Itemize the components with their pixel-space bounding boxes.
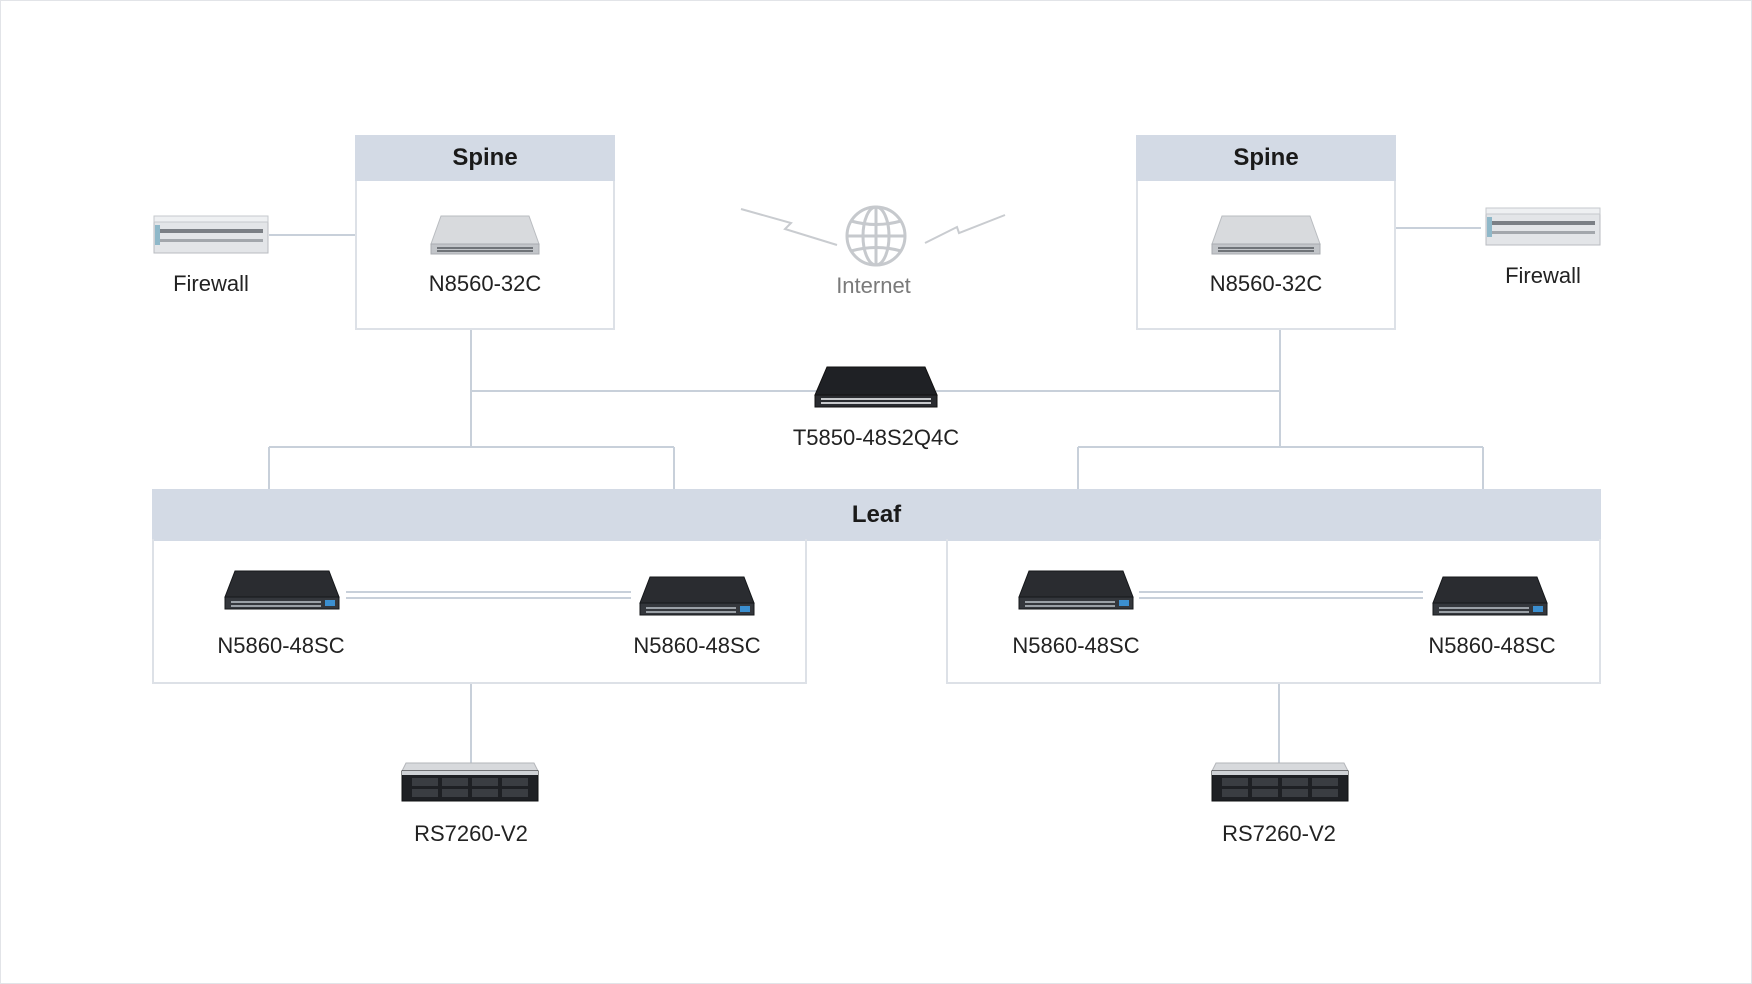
spine-left-switch: [429, 214, 541, 256]
firewall-right-device: [1485, 207, 1601, 247]
leaf-switch-4-label: N5860-48SC: [1428, 633, 1556, 658]
leaf-left-box: [152, 539, 807, 684]
server-left: [400, 761, 540, 803]
globe-icon: [844, 204, 908, 268]
core-switch: [813, 365, 939, 411]
firewall-right-label: Firewall: [1505, 263, 1581, 288]
lightning-bolt-icon: [923, 213, 1007, 249]
server-right-label: RS7260-V2: [1222, 821, 1336, 846]
server-left-label: RS7260-V2: [414, 821, 528, 846]
leaf-switch-1-label: N5860-48SC: [217, 633, 345, 658]
leaf-switch-1: [223, 569, 341, 613]
firewall-left-label: Firewall: [173, 271, 249, 296]
spine-right-switch: [1210, 214, 1322, 256]
internet-label: Internet: [836, 273, 911, 298]
spine-left-header: Spine: [355, 135, 615, 181]
leaf-switch-2-label: N5860-48SC: [633, 633, 761, 658]
leaf-switch-3-label: N5860-48SC: [1012, 633, 1140, 658]
spine-right-header: Spine: [1136, 135, 1396, 181]
leaf-switch-2: [638, 575, 756, 619]
leaf-right-box: [946, 539, 1601, 684]
lightning-bolt-icon: [739, 201, 839, 251]
leaf-switch-3: [1017, 569, 1135, 613]
core-switch-label: T5850-48S2Q4C: [792, 425, 960, 450]
spine-right-device-label: N8560-32C: [1209, 271, 1323, 296]
spine-left-device-label: N8560-32C: [428, 271, 542, 296]
firewall-left-device: [153, 215, 269, 255]
server-right: [1210, 761, 1350, 803]
leaf-switch-4: [1431, 575, 1549, 619]
leaf-header: Leaf: [152, 489, 1601, 541]
